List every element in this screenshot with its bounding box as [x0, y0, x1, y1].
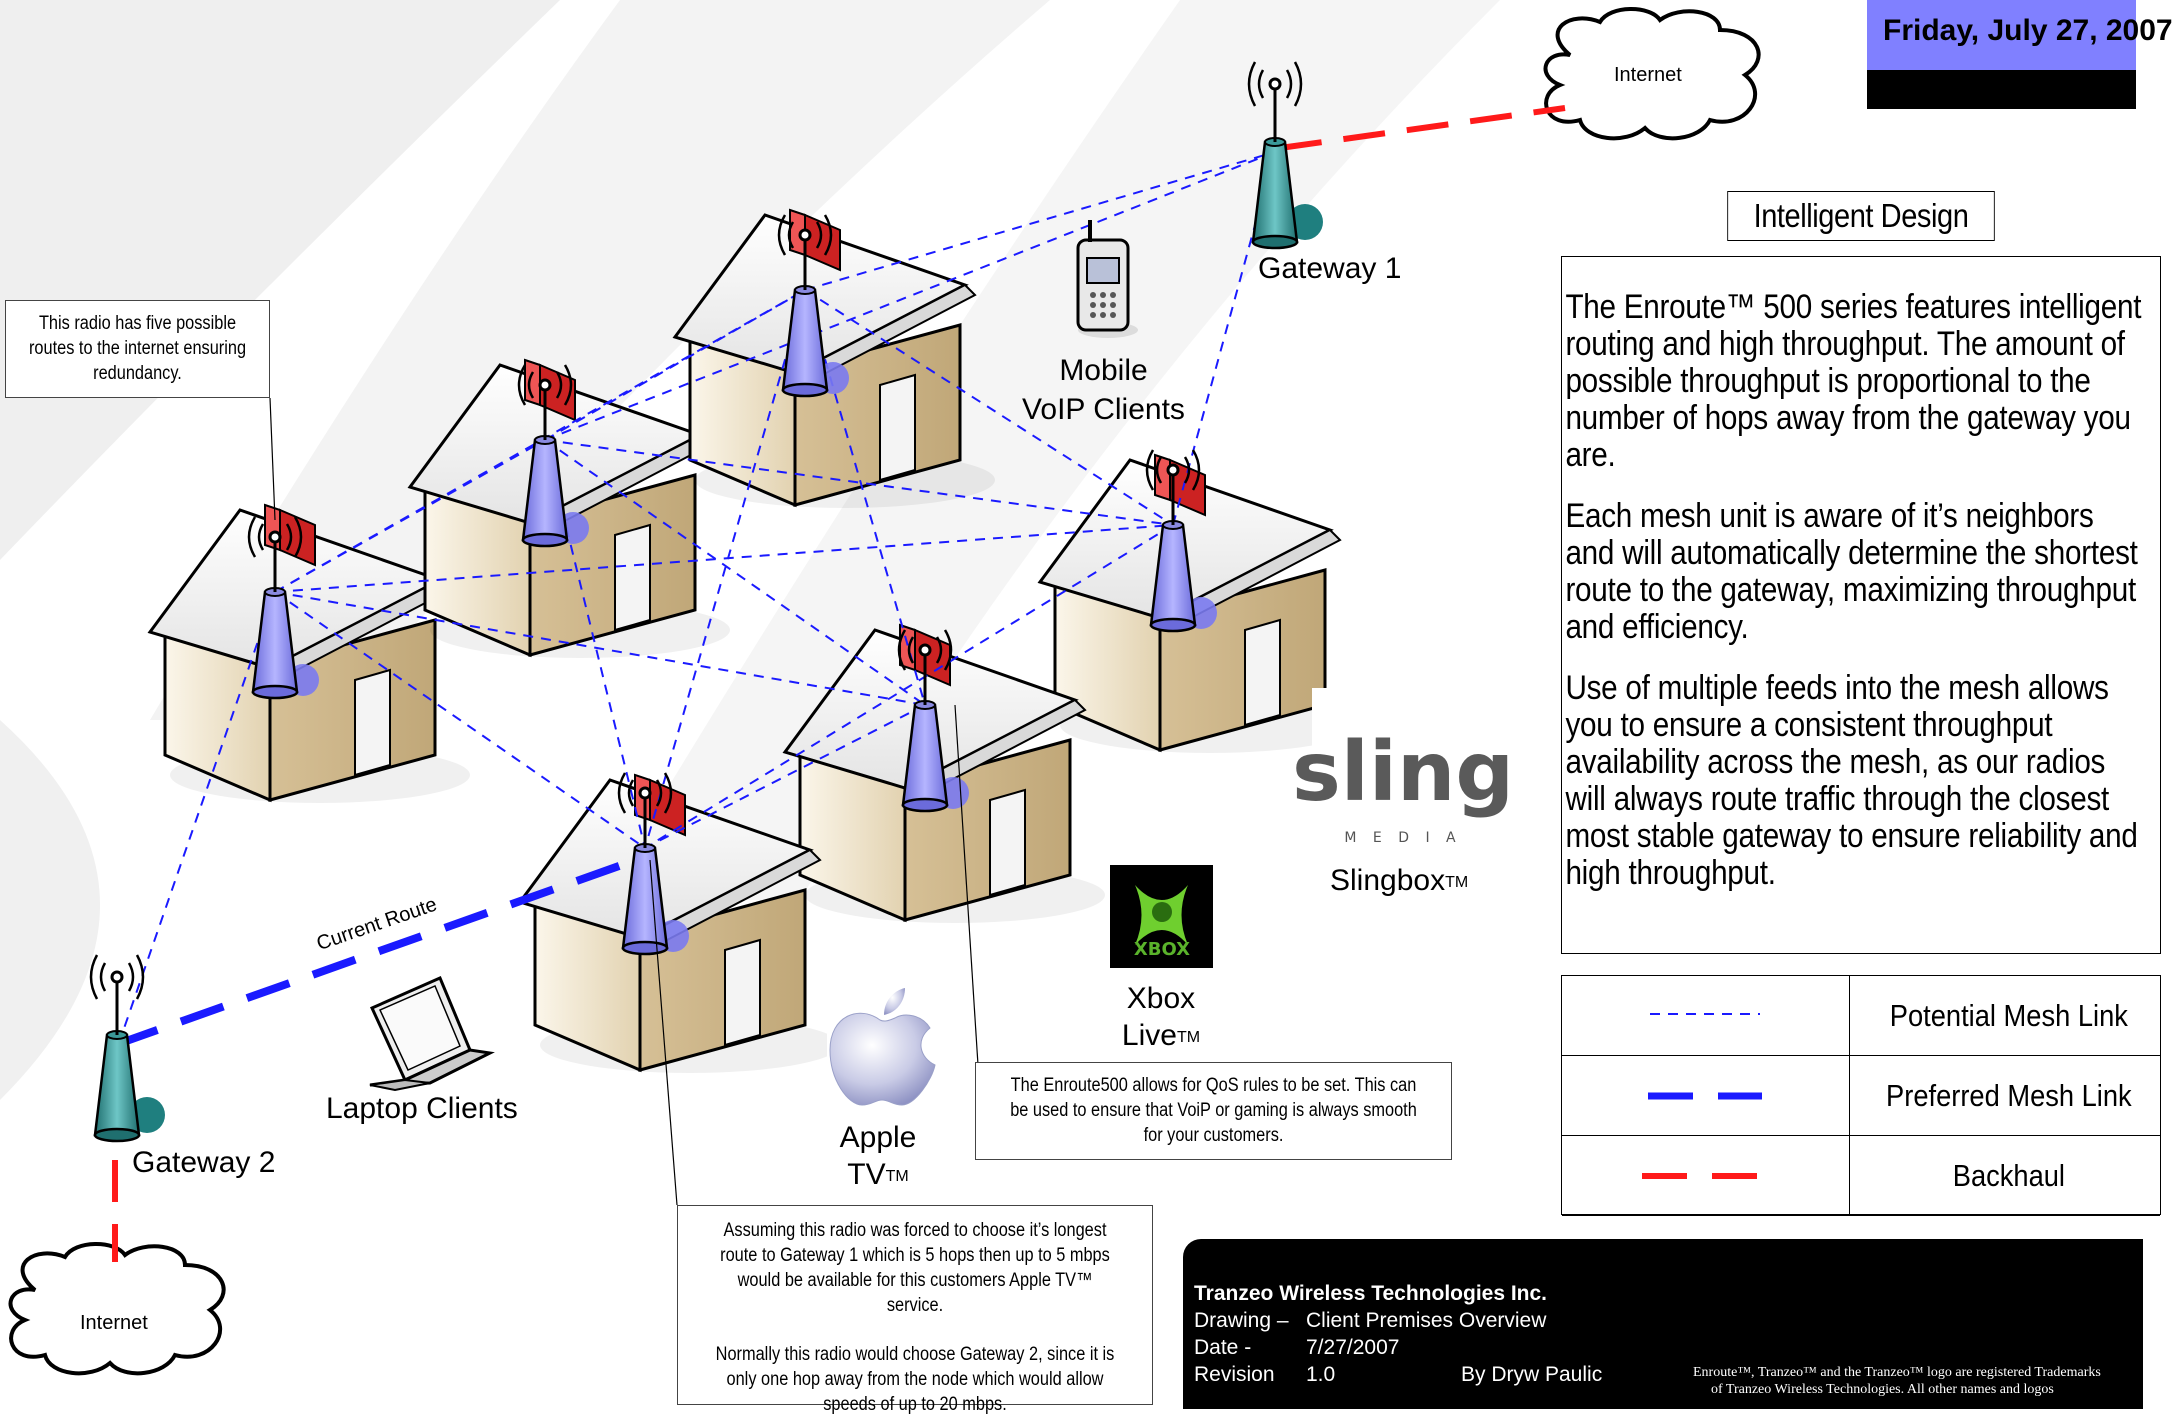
mobile-phone-icon	[1076, 220, 1138, 338]
date-header-underbar	[1867, 70, 2136, 109]
preferred-mesh-link	[113, 851, 652, 1049]
title-block-legal-line2: of Tranzeo Wireless Technologies. All ot…	[1711, 1382, 2054, 1397]
xbox-label-live: Live	[1121, 1019, 1177, 1052]
apple-tm: TM	[885, 1168, 909, 1185]
legend-row-backhaul: Backhaul	[1562, 1136, 2160, 1216]
legend-label-backhaul: Backhaul	[1952, 1158, 2065, 1193]
xbox-logo: XBOX	[1110, 865, 1213, 968]
internet-bottom-label: Internet	[80, 1312, 148, 1334]
mobile-label-line2: VoIP Clients	[1022, 393, 1185, 426]
design-section-title: Intelligent Design	[1727, 191, 1995, 241]
legend-label-preferred: Preferred Mesh Link	[1886, 1078, 2132, 1113]
backhaul-links	[112, 105, 1566, 1262]
design-description-box: The Enroute™ 500 series features intelli…	[1561, 256, 2161, 954]
title-block: Tranzeo Wireless Technologies Inc. Drawi…	[1183, 1239, 2143, 1409]
xbox-label-line2: LiveTM	[1110, 1017, 1212, 1056]
legend-swatch-preferred	[1648, 1092, 1762, 1100]
callout-five-routes: This radio has five possible routes to t…	[5, 300, 270, 398]
title-block-date-label: Date -	[1194, 1336, 1252, 1359]
gateway-2-radio	[89, 953, 167, 1143]
date-header: Friday, July 27, 2007	[1867, 0, 2173, 70]
callout-five-routes-text: This radio has five possible routes to t…	[28, 313, 247, 384]
callout-qos: The Enroute500 allows for QoS rules to b…	[975, 1062, 1452, 1160]
internet-cloud-top	[1543, 7, 1761, 141]
design-paragraph-2: Each mesh unit is aware of it’s neighbor…	[1565, 497, 2138, 646]
legend-label-potential: Potential Mesh Link	[1889, 998, 2128, 1033]
sling-logo: sling M E D I A	[1292, 688, 1514, 853]
internet-top-label: Internet	[1614, 64, 1682, 86]
slingbox-tm: TM	[1445, 874, 1469, 891]
callout-longest-route-text: Assuming this radio was forced to choose…	[720, 1220, 1110, 1316]
callout-route-analysis: Assuming this radio was forced to choose…	[677, 1205, 1153, 1415]
gateway-2-label: Gateway 2	[132, 1146, 276, 1179]
apple-label-line2: TVTM	[828, 1156, 928, 1195]
xbox-tm: TM	[1176, 1029, 1201, 1046]
slingbox-label: SlingboxTM	[1330, 864, 1468, 898]
title-block-date-value: 7/27/2007	[1306, 1336, 1400, 1359]
apple-label-tv: TV	[847, 1158, 886, 1191]
title-block-revision-value: 1.0	[1306, 1363, 1336, 1386]
title-block-legal-line1: Enroute™, Tranzeo™ and the Tranzeo™ logo…	[1693, 1365, 2101, 1380]
title-block-revision-label: Revision	[1194, 1363, 1275, 1386]
svg-text:sling: sling	[1292, 725, 1514, 820]
legend-swatch-backhaul	[1642, 1173, 1758, 1179]
mobile-voip-label: Mobile VoIP Clients	[1015, 351, 1192, 429]
title-block-drawing-value: Client Premises Overview	[1306, 1309, 1547, 1332]
legend-row-preferred: Preferred Mesh Link	[1562, 1056, 2160, 1136]
legend-row-potential: Potential Mesh Link	[1562, 976, 2160, 1056]
laptop-clients-label: Laptop Clients	[326, 1092, 518, 1125]
title-block-legal: Enroute™, Tranzeo™ and the Tranzeo™ logo…	[1693, 1364, 2101, 1398]
mobile-label-line1: Mobile	[1059, 354, 1148, 387]
svg-text:XBOX: XBOX	[1134, 939, 1190, 960]
design-paragraph-3: Use of multiple feeds into the mesh allo…	[1565, 669, 2138, 892]
apple-logo	[827, 978, 936, 1108]
xbox-live-label: Xbox LiveTM	[1110, 980, 1212, 1056]
xbox-label-line1: Xbox	[1126, 982, 1196, 1015]
svg-text:M E D I A: M E D I A	[1344, 830, 1461, 846]
apple-label-line1: Apple	[839, 1121, 917, 1154]
title-block-drawing-label: Drawing –	[1194, 1309, 1289, 1332]
callout-shortest-route-text: Normally this radio would choose Gateway…	[715, 1344, 1115, 1415]
apple-tv-label: Apple TVTM	[828, 1119, 928, 1195]
potential-mesh-links	[119, 151, 1276, 1041]
network-diagram: sling M E D I A XBOX	[0, 0, 1761, 1376]
legend-table: Potential Mesh Link Preferred Mesh Link …	[1561, 975, 2161, 1216]
laptop-icon	[369, 976, 495, 1092]
design-paragraph-1: The Enroute™ 500 series features intelli…	[1565, 288, 2142, 474]
callout-qos-text: The Enroute500 allows for QoS rules to b…	[1010, 1075, 1417, 1146]
legend-divider	[1849, 976, 1850, 1214]
gateway-1-label: Gateway 1	[1258, 252, 1402, 285]
callout-leaders	[269, 397, 979, 1206]
title-block-company: Tranzeo Wireless Technologies Inc.	[1194, 1282, 1548, 1305]
internet-cloud-bottom	[8, 1242, 226, 1376]
slingbox-label-text: Slingbox	[1330, 864, 1446, 897]
title-block-author: By Dryw Paulic	[1461, 1363, 1603, 1386]
legend-swatch-potential	[1650, 1013, 1760, 1015]
